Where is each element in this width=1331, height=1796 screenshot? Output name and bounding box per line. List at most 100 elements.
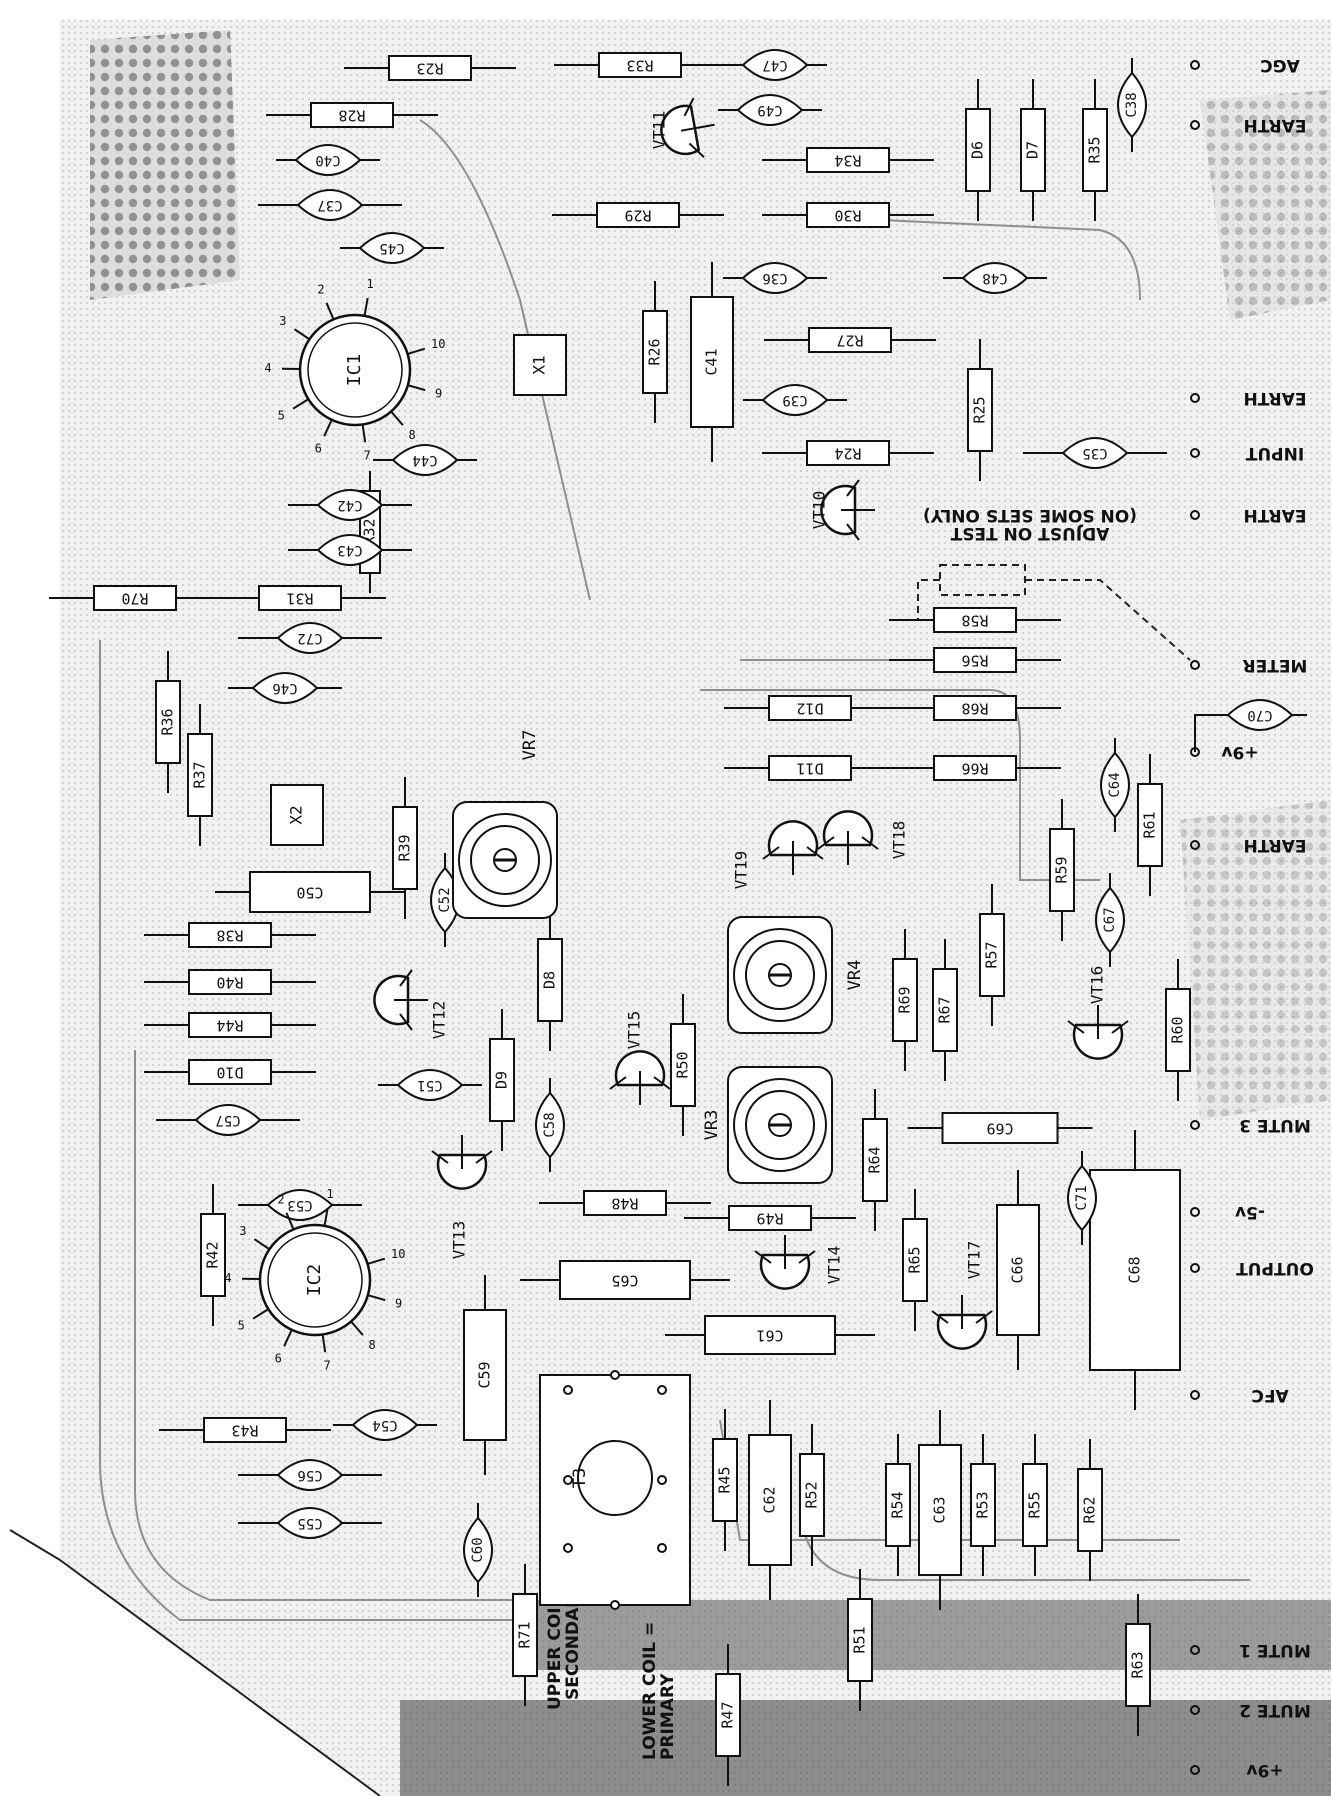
c68-capacitor: C68 <box>1089 1130 1181 1410</box>
r68-label: R68 <box>961 700 988 718</box>
r53-label: R53 <box>974 1491 992 1518</box>
vr3-label: VR3 <box>702 1110 722 1141</box>
r60-label: R60 <box>1169 1016 1187 1043</box>
ic2-pin-4: 4 <box>224 1271 231 1285</box>
ic2-pin-7: 7 <box>323 1359 330 1373</box>
c64-label: C64 <box>1107 772 1123 797</box>
vt14-label: VT14 <box>825 1246 844 1285</box>
d10-resistor: D10 <box>144 1059 316 1085</box>
pad-mute-3-label: MUTE 3 <box>1239 1115 1311 1135</box>
ic2-pin-9: 9 <box>395 1296 402 1310</box>
c53-capacitor: C53 <box>238 1189 362 1221</box>
pad-mute-1: MUTE 1 <box>1190 1640 1311 1660</box>
c59-label: C59 <box>476 1361 494 1388</box>
r57-label: R57 <box>983 941 1001 968</box>
c37-capacitor: C37 <box>258 189 402 221</box>
r47-resistor: R47 <box>715 1644 741 1786</box>
d8-resistor: D8 <box>537 909 563 1051</box>
pad-agc: AGC <box>1190 55 1300 75</box>
pad-meter: METER <box>1190 655 1308 675</box>
r25-label: R25 <box>971 396 989 423</box>
vr4-trimpot: VR4 <box>727 916 865 1034</box>
ic1-pin-10: 10 <box>431 337 445 351</box>
r34-label: R34 <box>834 152 861 170</box>
c70-label: C70 <box>1247 707 1272 723</box>
c60-label: C60 <box>470 1537 486 1562</box>
ic2-pin-5: 5 <box>238 1319 245 1333</box>
r40-resistor: R40 <box>144 969 316 995</box>
pad-input-label: INPUT <box>1245 443 1304 463</box>
adjust-note-text: ADJUST ON TEST <box>950 523 1109 543</box>
r69-resistor: R69 <box>892 929 918 1071</box>
c68-label: C68 <box>1126 1256 1144 1283</box>
x1-crystal: X1 <box>513 334 567 396</box>
r55-label: R55 <box>1026 1491 1044 1518</box>
vt10-label: VT10 <box>810 491 829 530</box>
c51-label: C51 <box>417 1077 442 1093</box>
c54-capacitor: C54 <box>333 1409 437 1441</box>
c66-label: C66 <box>1009 1256 1027 1283</box>
pad-meter-label: METER <box>1243 655 1308 675</box>
pad-minus5v-label: -5v <box>1235 1202 1265 1222</box>
r50-resistor: R50 <box>670 994 696 1136</box>
c40-label: C40 <box>315 152 340 168</box>
ic1-pin-2: 2 <box>317 282 324 296</box>
pad-plus9v-1-label: +9v <box>1221 742 1258 762</box>
pad-mute-2: MUTE 2 <box>1190 1700 1311 1720</box>
r37-label: R37 <box>191 761 209 788</box>
r45-label: R45 <box>716 1466 734 1493</box>
r34-resistor: R34 <box>762 147 934 173</box>
c43-capacitor: C43 <box>288 534 412 566</box>
ic1-pin-6: 6 <box>315 441 322 455</box>
x2-label: X2 <box>287 805 306 824</box>
vt17-label: VT17 <box>965 1241 984 1280</box>
vt12-label: VT12 <box>430 1001 449 1040</box>
c42-label: C42 <box>337 497 362 513</box>
c36-capacitor: C36 <box>723 262 827 294</box>
c48-capacitor: C48 <box>943 262 1047 294</box>
c41-label: C41 <box>703 348 721 375</box>
c70-capacitor: C70 <box>1213 699 1307 731</box>
c52-capacitor: C52 <box>430 853 460 947</box>
c52-label: C52 <box>437 887 453 912</box>
r33-resistor: R33 <box>554 52 726 78</box>
r35-resistor: R35 <box>1082 79 1108 221</box>
r30-label: R30 <box>834 207 861 225</box>
r59-resistor: R59 <box>1049 799 1075 941</box>
c54-label: C54 <box>372 1417 397 1433</box>
pad-earth-1-label: EARTH <box>1244 115 1307 135</box>
coil-notes: UPPER COIL = SECONDARY LOWER COIL = PRIM… <box>545 1576 678 1760</box>
r38-resistor: R38 <box>144 922 316 948</box>
r69-label: R69 <box>896 986 914 1013</box>
c72-label: C72 <box>297 630 322 646</box>
r62-resistor: R62 <box>1077 1439 1103 1581</box>
vr7-trimpot: VR7 <box>452 730 558 919</box>
c58-capacitor: C58 <box>535 1078 565 1172</box>
vt19-label: VT19 <box>732 851 751 890</box>
vt18-transistor: VT18 <box>817 810 909 865</box>
r36-resistor: R36 <box>155 651 181 793</box>
vt14-transistor: VT14 <box>754 1235 844 1290</box>
r54-label: R54 <box>889 1491 907 1518</box>
c45-capacitor: C45 <box>340 232 444 264</box>
c35-capacitor: C35 <box>1023 437 1167 469</box>
ic2-pin-6: 6 <box>275 1351 282 1365</box>
r65-resistor: R65 <box>902 1189 928 1331</box>
c65-label: C65 <box>611 1272 638 1290</box>
r24-resistor: R24 <box>762 440 934 466</box>
pad-output-label: OUTPUT <box>1236 1258 1314 1278</box>
upper-coil-note: UPPER COIL = <box>545 1576 565 1710</box>
r61-label: R61 <box>1141 811 1159 838</box>
r27-resistor: R27 <box>764 327 936 353</box>
ic2-pin-1: 1 <box>326 1187 333 1201</box>
r43-label: R43 <box>231 1422 258 1440</box>
r36-label: R36 <box>159 708 177 735</box>
pad-mute-1-label: MUTE 1 <box>1239 1640 1311 1660</box>
c37-label: C37 <box>317 197 342 213</box>
r33-label: R33 <box>626 57 653 75</box>
c38-label: C38 <box>1124 92 1140 117</box>
ic1-pin-7: 7 <box>363 449 370 463</box>
r68-resistor: R68 <box>889 695 1061 721</box>
vr4-label: VR4 <box>845 960 865 991</box>
